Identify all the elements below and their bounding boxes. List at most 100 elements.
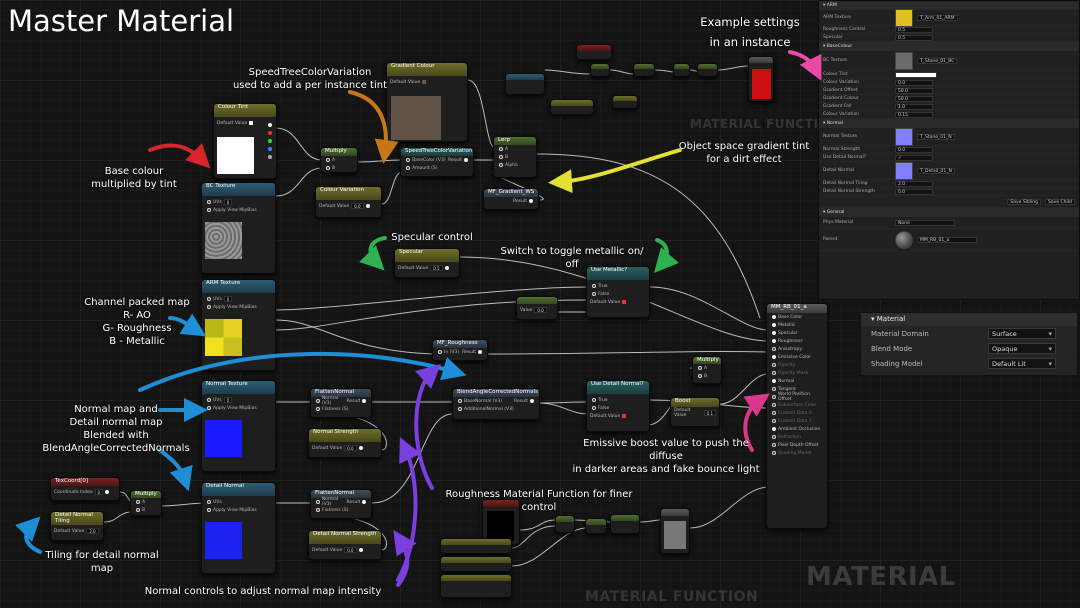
arrow-red (148, 143, 211, 169)
annotation-speedtree: SpeedTreeColorVariation used to add a pe… (232, 67, 388, 91)
node-detail-normal-strength[interactable]: Detail Normal Strength Default Value 0.0 (308, 530, 382, 560)
node-use-detail-normal-title: Use Detail Normal? (591, 381, 644, 387)
node-detail-normal[interactable]: Detail Normal UVs Apply View MipBias (201, 482, 276, 574)
node-mf-top-op-3[interactable] (673, 63, 690, 77)
node-mf-top-op-2[interactable] (633, 63, 655, 77)
node-mf-top-output[interactable] (748, 56, 774, 102)
watermark-material-function-top: MATERIAL FUNCTION (690, 117, 840, 131)
annotation-emissive-boost: Emissive boost value to push the diffuse… (572, 438, 760, 475)
node-texcoord[interactable]: TexCoord[0] Coordinate Index 0 (50, 477, 120, 501)
annotation-normal-controls: Normal controls to adjust normal map int… (144, 586, 382, 597)
node-specular[interactable]: Specular Default Value 0.5 (394, 248, 460, 278)
save-child-button[interactable]: Save Child (1045, 198, 1075, 205)
node-mf-top-input-2[interactable] (550, 99, 594, 115)
panel-row-use-detail-normal[interactable]: Use Detail Normal?✓ (819, 154, 1079, 162)
node-material-result[interactable]: MM_RB_01_a Base Color Metallic Specular … (766, 303, 828, 529)
arrow-green-left (359, 236, 387, 271)
arrow-purple-roughness (414, 363, 441, 490)
arrow-orange (348, 90, 399, 164)
panel-section-arm[interactable]: ▾ ARM (819, 1, 1079, 10)
node-blend-angle-corrected-normals[interactable]: BlendAngleCorrectedNormals BaseNormal (V… (452, 388, 540, 420)
node-mf-gradient-ws[interactable]: MF_Gradient_WS Result (483, 188, 539, 210)
node-boost[interactable]: Boost Default Value 0.1 (670, 397, 720, 427)
node-gradient-colour[interactable]: Gradient Colour Default Value (386, 62, 468, 142)
node-normal-strength[interactable]: Normal Strength Default Value 0.0 (308, 428, 382, 458)
node-roughness-op-3[interactable] (610, 514, 640, 534)
roughness-output-preview (664, 521, 686, 549)
node-metallic-value[interactable]: Value 0.0 (516, 296, 558, 320)
node-roughness-param-1[interactable] (440, 538, 512, 554)
detail-normal-preview (205, 522, 242, 559)
page-title: Master Material (8, 4, 235, 38)
save-sibling-button[interactable]: Save Sibling (1007, 198, 1041, 205)
panel-section-normal[interactable]: ▾ Normal (819, 119, 1079, 128)
node-mf-top-param[interactable] (576, 44, 612, 60)
node-normal-texture[interactable]: Normal Texture UVs 0 Apply View MipBias (201, 380, 276, 472)
arm-texture-preview (205, 319, 242, 356)
node-colour-variation[interactable]: Colour Variation Default Value 0.0 (315, 186, 382, 218)
node-speedtree-color-variation[interactable]: SpeedTreeColorVariation BaseColor (V3) R… (400, 147, 474, 177)
node-flatten-normal-2-title: FlattenNormal (315, 490, 355, 496)
shading-model-select[interactable]: Default Lit (988, 358, 1056, 369)
node-detail-normal-strength-title: Detail Normal Strength (313, 531, 377, 537)
node-roughness-texture-input[interactable] (482, 499, 520, 545)
panel-section-basecolour[interactable]: ▾ BaseColour (819, 42, 1079, 51)
arrow-blue-long (138, 351, 467, 392)
node-specular-title: Specular (399, 249, 424, 255)
node-colour-tint[interactable]: Colour Tint Default Value (213, 103, 277, 179)
node-bc-texture[interactable]: BC Texture UVs 0 Apply View MipBias (201, 182, 276, 274)
node-multiply-title: Multiply (325, 148, 347, 154)
annotation-channel-packed: Channel packed map R- AO G- Roughness B … (84, 297, 190, 347)
node-mf-roughness[interactable]: MF_Roughness In (V3) Result (432, 339, 488, 361)
node-detail-normal-tiling[interactable]: Detail Normal Tiling Default Value 2.0 (50, 511, 104, 541)
blend-mode-select[interactable]: Opaque (988, 343, 1056, 354)
node-roughness-op-2[interactable] (585, 518, 607, 534)
material-domain-select[interactable]: Surface (988, 328, 1056, 339)
gradient-colour-swatch (391, 96, 441, 140)
panel-row-colour-tint[interactable]: Colour Tint (819, 71, 1079, 79)
node-mf-top-op-5[interactable] (612, 95, 638, 109)
node-roughness-output[interactable] (660, 508, 690, 554)
node-mf-top-input-1[interactable] (505, 73, 545, 95)
node-colour-tint-title: Colour Tint (218, 104, 248, 110)
panel-section-general[interactable]: ▾ General (819, 208, 1079, 217)
node-mf-top-op-4[interactable] (697, 63, 718, 77)
arrow-blue-tiling (15, 516, 42, 554)
node-roughness-param-2[interactable] (440, 556, 512, 572)
node-arm-texture[interactable]: ARM Texture UVs 0 Apply View MipBias (201, 279, 276, 371)
watermark-material-function-bottom: MATERIAL FUNCTION (585, 589, 759, 605)
node-roughness-param-3[interactable] (440, 574, 512, 598)
node-mf-top-op-1[interactable] (590, 63, 610, 77)
output-pins[interactable] (266, 121, 274, 161)
node-roughness-op-1[interactable] (555, 515, 575, 533)
